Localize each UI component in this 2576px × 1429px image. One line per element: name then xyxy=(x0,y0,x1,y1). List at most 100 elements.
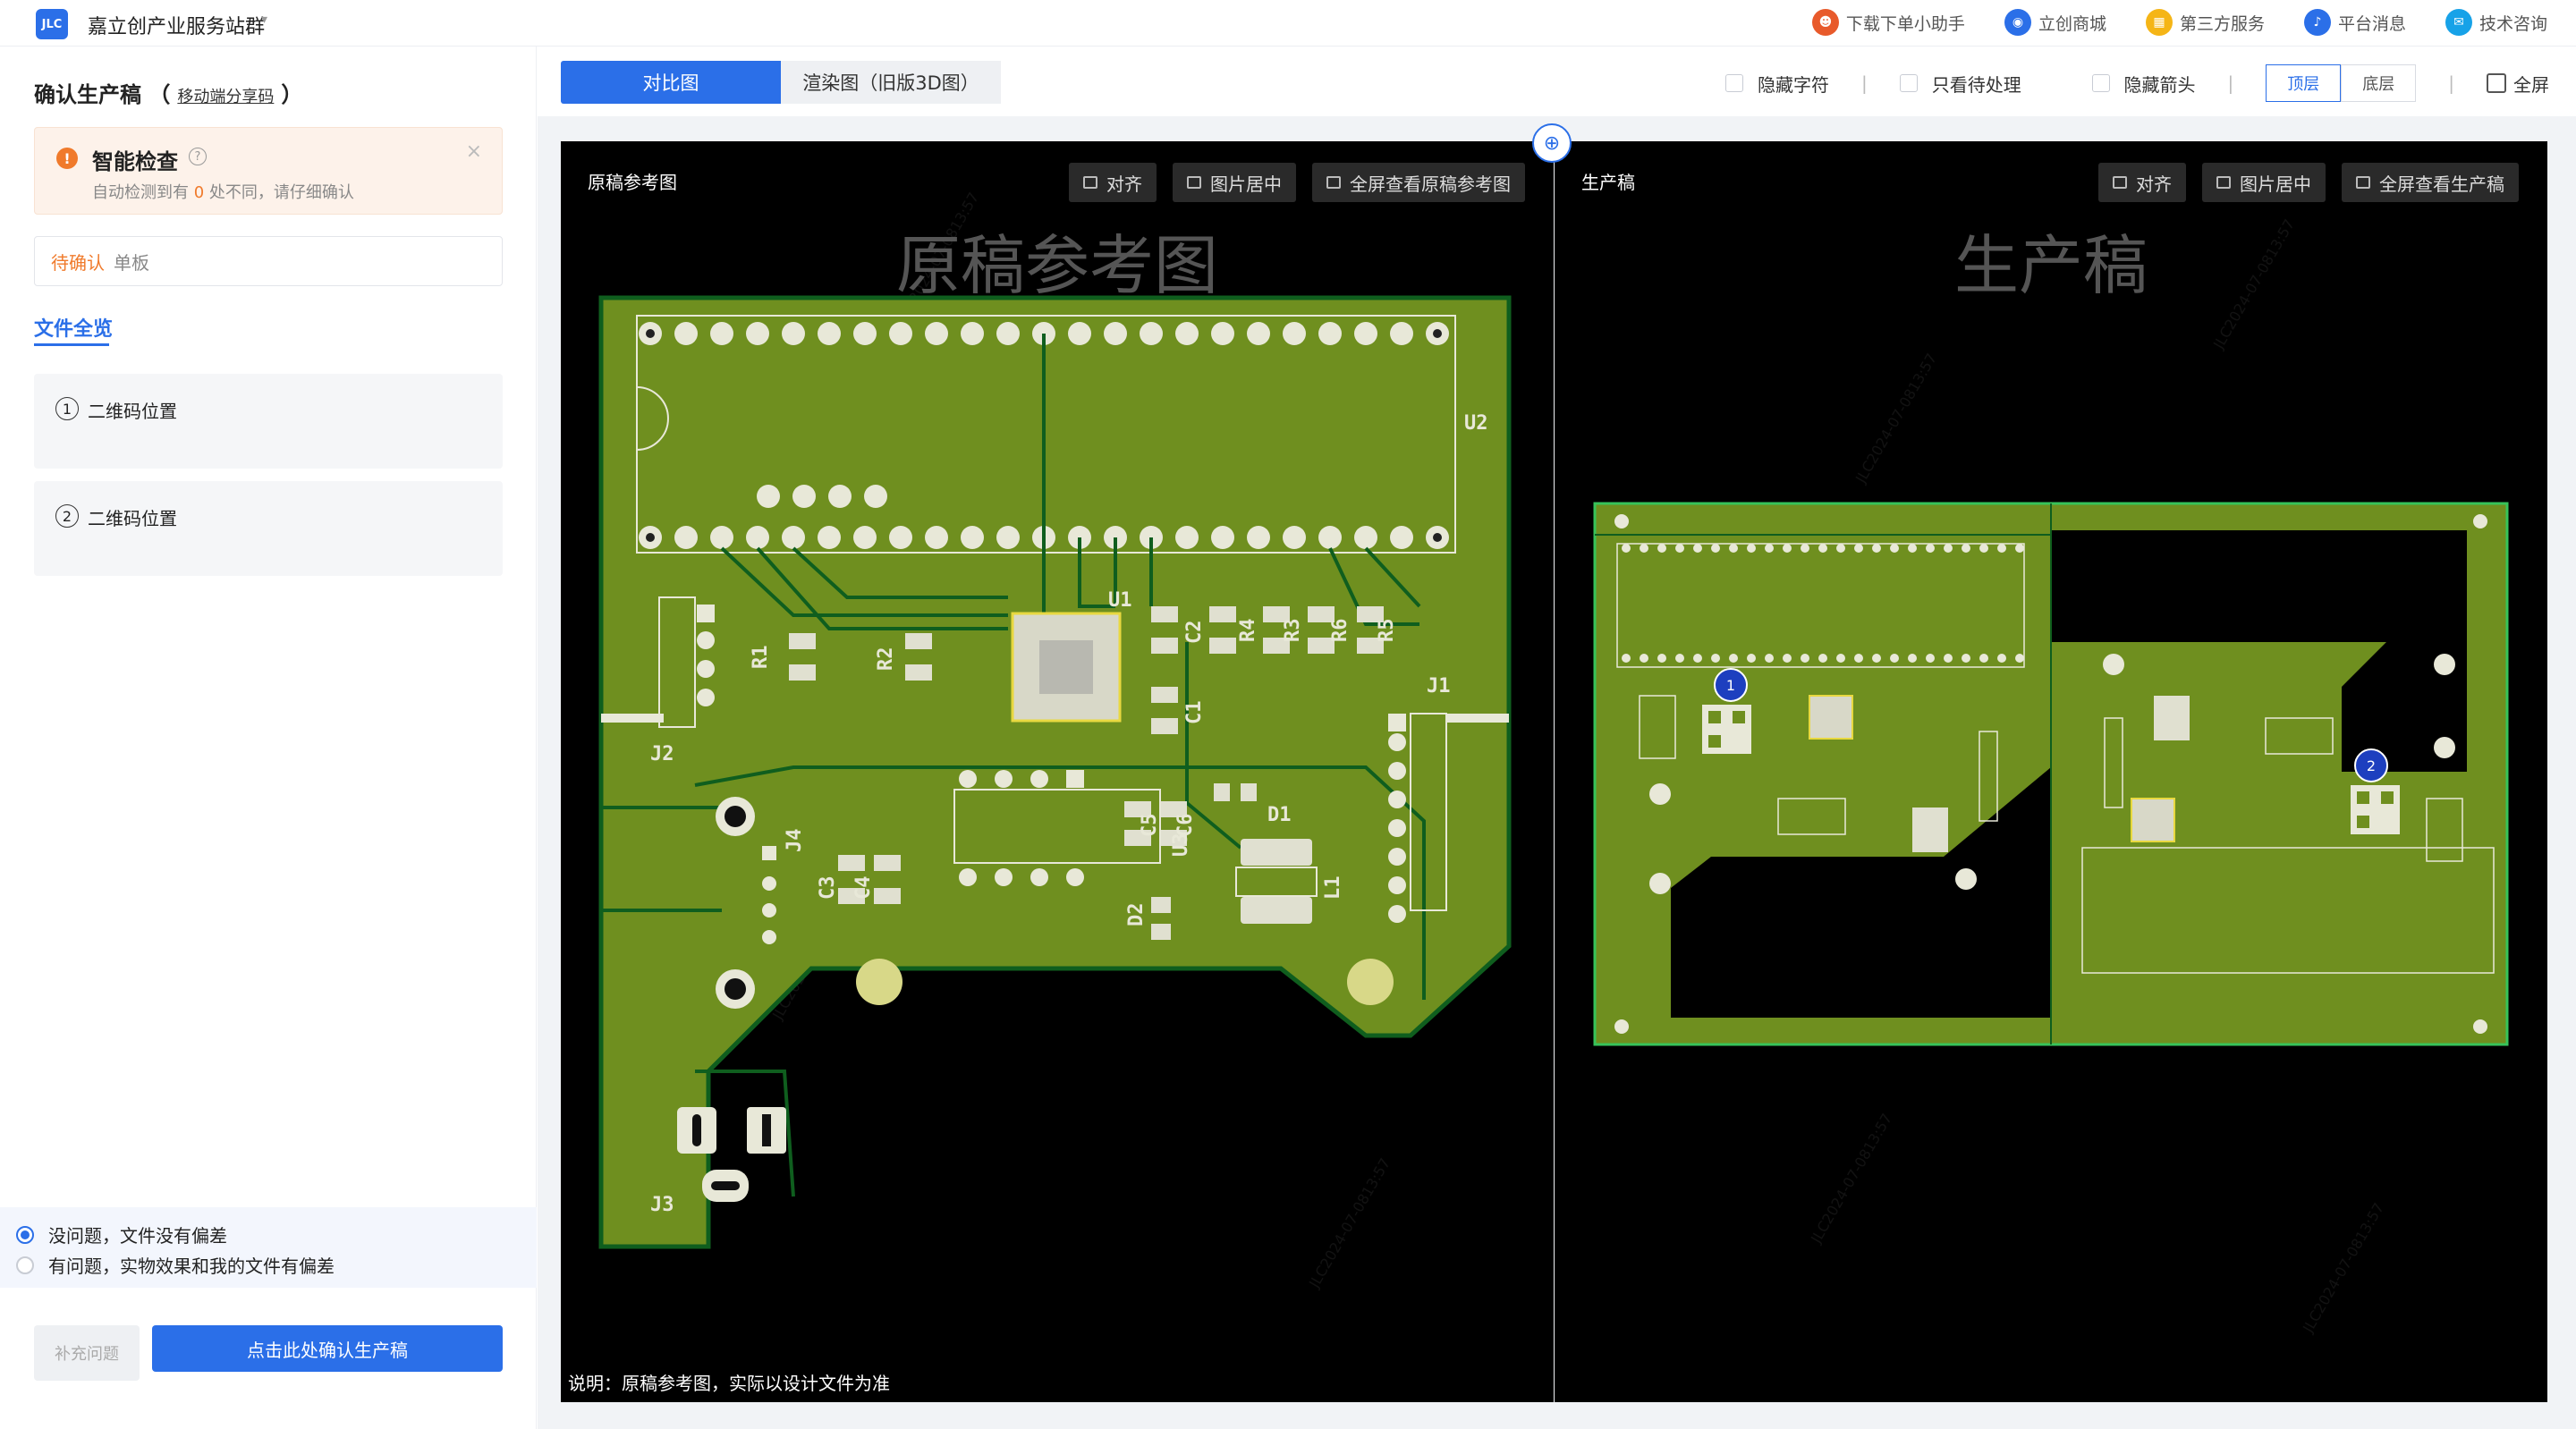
smart-check-desc: 自动检测到有 0 处不同，请仔细确认 xyxy=(92,183,354,202)
nav-label: 平台消息 xyxy=(2337,13,2406,34)
svg-text:R5: R5 xyxy=(1376,619,1398,643)
logo-icon[interactable]: JLC xyxy=(36,9,68,39)
svg-text:R1: R1 xyxy=(750,646,772,670)
fullscreen-icon xyxy=(1326,176,1341,189)
status-box: 待确认 单板 xyxy=(34,236,503,286)
difference-marker-1[interactable]: 1 xyxy=(1714,668,1748,702)
divider: | xyxy=(1861,72,1868,94)
svg-text:C5: C5 xyxy=(1139,814,1161,838)
hide-chars-checkbox[interactable]: 隐藏字符 xyxy=(1725,71,1829,97)
center-image-button[interactable]: 图片居中 xyxy=(1173,163,1296,202)
tab-compare[interactable]: 对比图 xyxy=(561,61,781,104)
align-icon xyxy=(2113,176,2127,189)
bottom-layer-button[interactable]: 底层 xyxy=(2341,64,2417,102)
svg-text:D1: D1 xyxy=(1267,804,1292,826)
fullscreen-icon xyxy=(2356,176,2370,189)
warning-icon: ! xyxy=(56,148,78,169)
supplement-issue-button[interactable]: 补充问题 xyxy=(34,1325,140,1381)
pcb-production-panel: 1 2 xyxy=(1593,502,2509,1046)
option-has-problem[interactable]: 有问题，实物效果和我的文件有偏差 xyxy=(16,1252,335,1278)
svg-text:C2: C2 xyxy=(1183,621,1206,645)
j1-header xyxy=(1410,713,1447,911)
number-badge: 2 xyxy=(55,504,79,528)
svg-text:R6: R6 xyxy=(1329,619,1352,643)
nav-download-assistant[interactable]: ☻ 下载下单小助手 xyxy=(1811,9,1965,36)
align-button[interactable]: 对齐 xyxy=(2098,163,2186,202)
svg-text:R2: R2 xyxy=(875,647,897,672)
qr-position-label: 二维码位置 xyxy=(88,508,177,529)
radio-checked-icon[interactable] xyxy=(16,1225,34,1244)
viewer-actions: 对齐 图片居中 全屏查看生产稿 xyxy=(2098,163,2519,202)
expand-icon xyxy=(2216,176,2231,189)
grid-icon: ▦ xyxy=(2145,9,2173,36)
align-icon xyxy=(1083,176,1097,189)
u3-outline xyxy=(953,789,1161,864)
tab-render-3d[interactable]: 渲染图（旧版3D图） xyxy=(781,61,1001,104)
status-value: 单板 xyxy=(114,251,149,274)
help-icon[interactable]: ? xyxy=(189,148,207,165)
tab-underline xyxy=(34,343,109,346)
confirm-production-button[interactable]: 点击此处确认生产稿 xyxy=(152,1325,503,1372)
fullscreen-button[interactable]: 全屏 xyxy=(2487,71,2549,97)
page-title: 确认生产稿 （移动端分享码） xyxy=(34,82,303,107)
align-button[interactable]: 对齐 xyxy=(1069,163,1157,202)
checkbox-icon[interactable] xyxy=(2091,74,2110,92)
option-no-problem[interactable]: 没问题，文件没有偏差 xyxy=(16,1222,227,1247)
svg-text:2: 2 xyxy=(2367,757,2376,774)
svg-text:C1: C1 xyxy=(1183,701,1206,725)
nav-label: 立创商城 xyxy=(2038,13,2106,34)
smd-pads xyxy=(789,606,1384,940)
nav-label: 第三方服务 xyxy=(2179,13,2265,34)
expand-icon xyxy=(1187,176,1201,189)
fullscreen-original-button[interactable]: 全屏查看原稿参考图 xyxy=(1312,163,1525,202)
viewer-big-title: 生产稿 xyxy=(1953,228,2148,303)
display-options: 隐藏字符 | 只看待处理 | 隐藏箭头 | 顶层 底层 | 全屏 xyxy=(1725,64,2549,102)
only-pending-checkbox[interactable]: 只看待处理 xyxy=(1899,71,2021,97)
svg-text:C4: C4 xyxy=(852,876,875,901)
nav-tech-support[interactable]: ✉ 技术咨询 xyxy=(2445,9,2547,36)
robot-icon: ☻ xyxy=(1811,9,1839,36)
top-layer-button[interactable]: 顶层 xyxy=(2266,64,2342,102)
view-mode-tabs: 对比图 渲染图（旧版3D图） xyxy=(561,61,1001,104)
svg-text:C3: C3 xyxy=(817,876,839,901)
fullscreen-production-button[interactable]: 全屏查看生产稿 xyxy=(2342,163,2519,202)
checkbox-icon[interactable] xyxy=(1725,74,1743,92)
nav-label: 下载下单小助手 xyxy=(1845,13,1965,34)
sync-link-icon[interactable]: ⊕ xyxy=(1532,123,1572,163)
brand-title[interactable]: 嘉立创产业服务站群 xyxy=(88,16,266,38)
confirm-options: 没问题，文件没有偏差 有问题，实物效果和我的文件有偏差 xyxy=(0,1207,537,1288)
tab-file-overview[interactable]: 文件全览 xyxy=(34,318,114,341)
original-reference-viewer[interactable]: JLC2024-07-0813:57 JLC2024-07-0813:57 JL… xyxy=(561,141,1554,1402)
left-panel: 确认生产稿 （移动端分享码） ! 智能检查 ? 自动检测到有 0 处不同，请仔细… xyxy=(0,47,537,1429)
center-image-button[interactable]: 图片居中 xyxy=(2202,163,2326,202)
difference-marker-2[interactable]: 2 xyxy=(2354,748,2388,782)
close-icon[interactable]: × xyxy=(465,140,482,163)
viewer-actions: 对齐 图片居中 全屏查看原稿参考图 xyxy=(1069,163,1525,202)
checkbox-icon[interactable] xyxy=(1899,74,1918,92)
production-viewer[interactable]: JLC2024-07-0813:57 JLC2024-07-0813:57 JL… xyxy=(1555,141,2547,1402)
share-code-link[interactable]: 移动端分享码 xyxy=(177,88,275,106)
bell-icon: ♪ xyxy=(2303,9,2331,36)
layer-switch: 顶层 底层 xyxy=(2266,64,2417,102)
svg-text:D2: D2 xyxy=(1125,903,1148,927)
smart-check-card: ! 智能检查 ? 自动检测到有 0 处不同，请仔细确认 × xyxy=(34,127,503,215)
main-area: 对比图 渲染图（旧版3D图） 隐藏字符 | 只看待处理 | 隐藏箭头 | 顶层 … xyxy=(538,47,2576,1429)
hide-arrows-checkbox[interactable]: 隐藏箭头 xyxy=(2091,71,2196,97)
u2-bottom-pads xyxy=(639,526,1449,549)
radio-unchecked-icon[interactable] xyxy=(16,1256,34,1274)
designators: U2 U1 J2 J1 R1 R2 C2 R4 R3 R6 R5 C1 J4 U… xyxy=(650,412,1488,1216)
number-badge: 1 xyxy=(55,397,79,420)
viewer-label: 生产稿 xyxy=(1581,172,1635,193)
nav-third-party[interactable]: ▦ 第三方服务 xyxy=(2145,9,2265,36)
nav-messages[interactable]: ♪ 平台消息 xyxy=(2303,9,2406,36)
qr-position-item-1[interactable]: 1 二维码位置 xyxy=(34,374,503,469)
traces xyxy=(601,334,1426,1197)
status-tag: 待确认 xyxy=(51,251,105,274)
nav-mall[interactable]: ◉ 立创商城 xyxy=(2004,9,2106,36)
qr-position-item-2[interactable]: 2 二维码位置 xyxy=(34,481,503,576)
chevron-down-icon[interactable]: ▾ xyxy=(261,13,268,27)
mall-icon: ◉ xyxy=(2004,9,2031,36)
svg-text:U1: U1 xyxy=(1108,589,1132,612)
viewer-toolbar: 对比图 渲染图（旧版3D图） 隐藏字符 | 只看待处理 | 隐藏箭头 | 顶层 … xyxy=(538,47,2576,116)
svg-text:L1: L1 xyxy=(1322,876,1344,901)
